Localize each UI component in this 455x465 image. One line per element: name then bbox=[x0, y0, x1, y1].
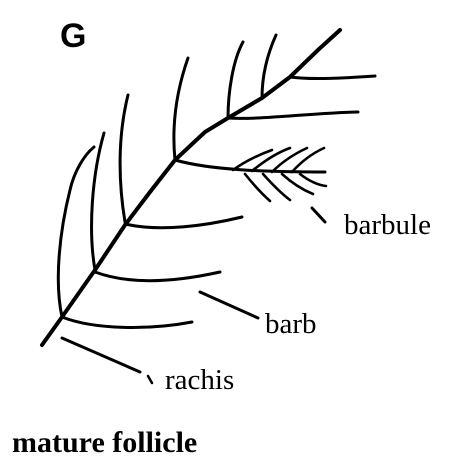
barbules bbox=[233, 148, 326, 201]
barb-right-2 bbox=[95, 272, 220, 281]
rachis-leader-tick bbox=[148, 376, 152, 383]
barb-right-5 bbox=[228, 112, 358, 118]
rachis-leader-line bbox=[62, 338, 140, 372]
barb-right-3 bbox=[125, 217, 242, 228]
feather-drawing bbox=[42, 30, 375, 383]
barbule-leader-line bbox=[312, 208, 325, 222]
barb-left-5 bbox=[228, 42, 243, 118]
barb-left-3 bbox=[120, 95, 128, 222]
barbule-label: barbule bbox=[344, 209, 431, 241]
barb-left-1 bbox=[58, 147, 94, 317]
panel-letter: G bbox=[60, 17, 86, 55]
barb-left-4 bbox=[174, 58, 188, 160]
barb-label: barb bbox=[265, 308, 317, 340]
figure-caption: mature follicle bbox=[12, 426, 197, 459]
barb-right-1 bbox=[62, 317, 192, 327]
rachis-label: rachis bbox=[165, 364, 234, 396]
barb-right-6 bbox=[290, 76, 375, 79]
barb-left-2 bbox=[92, 133, 104, 270]
barb-leader-line bbox=[200, 292, 258, 318]
